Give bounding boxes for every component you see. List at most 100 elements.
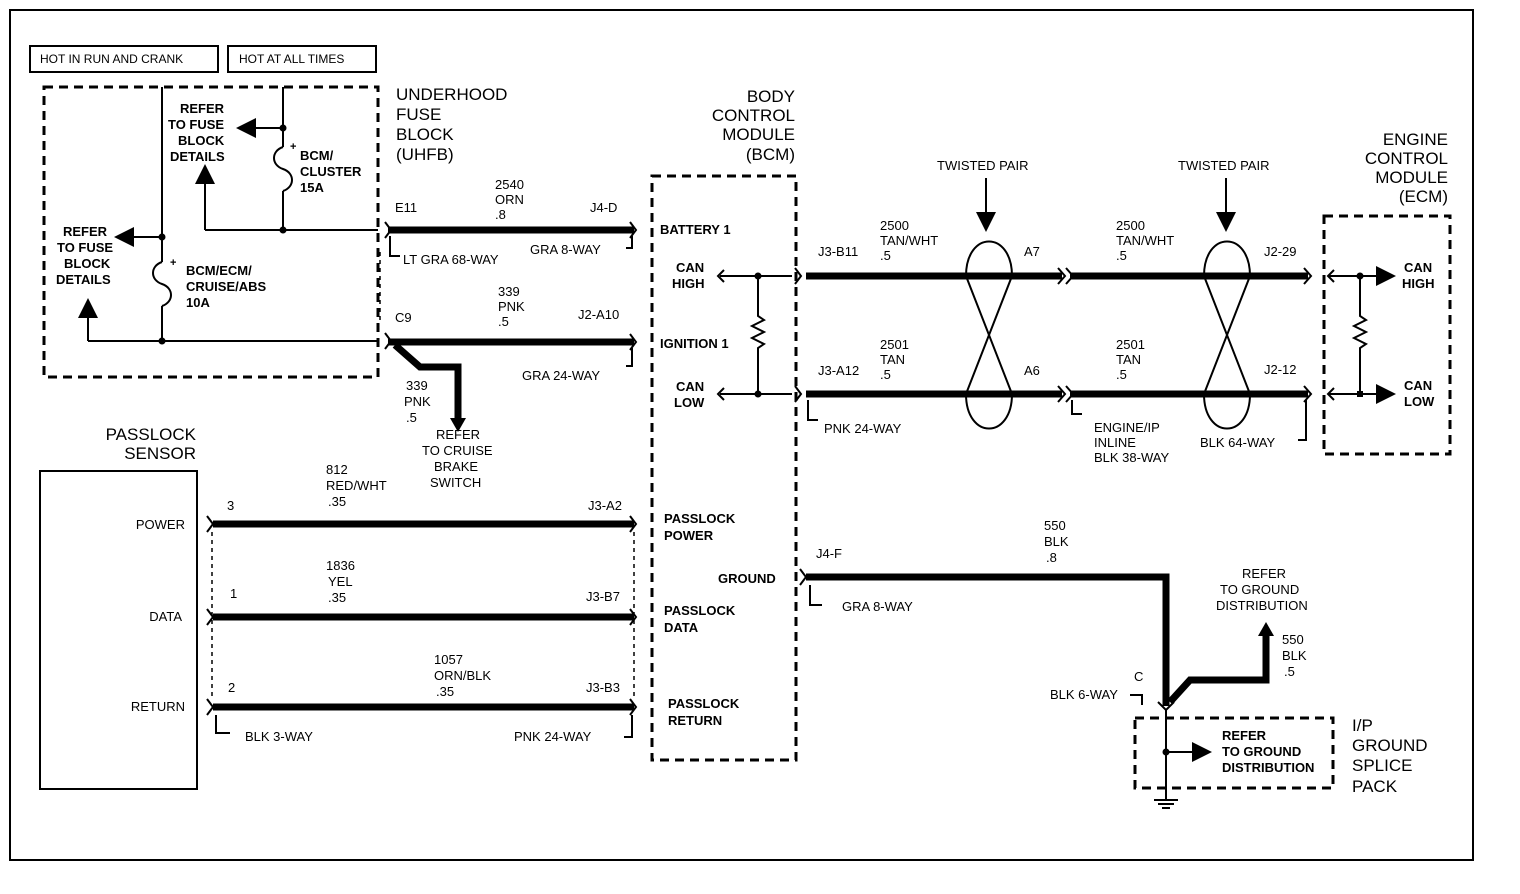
j3b3: J3-B3: [586, 680, 620, 695]
c339b-1: 339: [406, 378, 428, 393]
bcm-can-low-1: CAN: [676, 379, 704, 394]
uhfb: UNDERHOOD FUSE BLOCK (UHFB) + REFER TO F…: [42, 85, 507, 379]
power-feed-circuits: E11 2540 ORN .8 J4-D LT GRA 68-WAY GRA 8…: [379, 177, 638, 490]
c339b-3: .5: [406, 410, 417, 425]
uhfb-title-1: UNDERHOOD: [396, 85, 507, 104]
gra-24way: GRA 24-WAY: [522, 368, 600, 383]
bcm-title-3: MODULE: [722, 125, 795, 144]
c1057-2: ORN/BLK: [434, 668, 491, 683]
blk3way: BLK 3-WAY: [245, 729, 313, 744]
refer-top-2: TO FUSE: [168, 117, 224, 132]
inline-2: INLINE: [1094, 435, 1136, 450]
refer-cruise-4: SWITCH: [430, 475, 481, 490]
refer-cruise-1: REFER: [436, 427, 480, 442]
c339b-2: PNK: [404, 394, 431, 409]
bcm-passlock-return-2: RETURN: [668, 713, 722, 728]
c1836-1: 1836: [326, 558, 355, 573]
bcm-passlock-data-1: PASSLOCK: [664, 603, 736, 618]
passlock-sensor: PASSLOCK SENSOR POWER DATA RETURN 3 1 2 …: [39, 425, 638, 790]
j3b11: J3-B11: [818, 244, 858, 259]
passlock-title-2: SENSOR: [124, 444, 196, 463]
legend: HOT IN RUN AND CRANK HOT AT ALL TIMES: [29, 45, 377, 73]
pin-c9: C9: [395, 310, 412, 325]
refer-gnd-1: REFER: [1242, 566, 1286, 581]
c1057-1: 1057: [434, 652, 463, 667]
j3a12: J3-A12: [818, 363, 859, 378]
ecm-can-high-1: CAN: [1404, 260, 1432, 275]
c1057-3: .35: [436, 684, 454, 699]
c2500a-2: TAN/WHT: [880, 233, 938, 248]
fuse1-line1: BCM/: [300, 148, 334, 163]
c2500a-3: .5: [880, 248, 891, 263]
j4f: J4-F: [816, 546, 842, 561]
refer-gnd-3: DISTRIBUTION: [1216, 598, 1308, 613]
uhfb-title-2: FUSE: [396, 105, 441, 124]
ecm-title-1: ENGINE: [1383, 130, 1448, 149]
pin3: 3: [227, 498, 234, 513]
c2501b-2: TAN: [1116, 352, 1141, 367]
fuse1-line3: 15A: [300, 180, 324, 195]
c812-1: 812: [326, 462, 348, 477]
c2500a-1: 2500: [880, 218, 909, 233]
ip-title-2: GROUND: [1352, 736, 1428, 755]
bcm-ground: GROUND: [718, 571, 776, 586]
c339-2: PNK: [498, 299, 525, 314]
conn-e11: LT GRA 68-WAY: [403, 252, 499, 267]
bcm-ignition: IGNITION 1: [660, 336, 729, 351]
c2501a-3: .5: [880, 367, 891, 382]
refer-left-2: TO FUSE: [57, 240, 113, 255]
c550-1: 550: [1044, 518, 1066, 533]
bcm-battery: BATTERY 1: [660, 222, 731, 237]
c2500b-1: 2500: [1116, 218, 1145, 233]
c2501b-3: .5: [1116, 367, 1127, 382]
inline-3: BLK 38-WAY: [1094, 450, 1169, 465]
gra8way-gnd: GRA 8-WAY: [842, 599, 913, 614]
c339-1: 339: [498, 284, 520, 299]
fuse2-line3: 10A: [186, 295, 210, 310]
c2500b-3: .5: [1116, 248, 1127, 263]
passlock-power: POWER: [136, 517, 185, 532]
c550-3: .8: [1046, 550, 1057, 565]
blk64: BLK 64-WAY: [1200, 435, 1275, 450]
ip-title-4: PACK: [1352, 777, 1398, 796]
c812-3: .35: [328, 494, 346, 509]
inline-1: ENGINE/IP: [1094, 420, 1160, 435]
fuse2-line2: CRUISE/ABS: [186, 279, 267, 294]
ecm-can-high-2: HIGH: [1402, 276, 1435, 291]
j229: J2-29: [1264, 244, 1297, 259]
twisted-pair-1: [964, 240, 1014, 430]
fuse1-line2: CLUSTER: [300, 164, 362, 179]
refer-top-3: BLOCK: [178, 133, 225, 148]
j2a10: J2-A10: [578, 307, 619, 322]
passlock-data: DATA: [149, 609, 182, 624]
twisted-pair-2: [1202, 240, 1252, 430]
pin1: 1: [230, 586, 237, 601]
passlock-title-1: PASSLOCK: [106, 425, 197, 444]
pin-e11: E11: [395, 200, 417, 215]
ecm-can-low-1: CAN: [1404, 378, 1432, 393]
passlock-return: RETURN: [131, 699, 185, 714]
c2540-1: 2540: [495, 177, 524, 192]
c812-2: RED/WHT: [326, 478, 387, 493]
c2540-3: .8: [495, 207, 506, 222]
c2500b-2: TAN/WHT: [1116, 233, 1174, 248]
c339-3: .5: [498, 314, 509, 329]
c1836-3: .35: [328, 590, 346, 605]
page-border: [9, 9, 1474, 861]
bcm-passlock-data-2: DATA: [664, 620, 699, 635]
ecm-title-3: MODULE: [1375, 168, 1448, 187]
pnk24-passlock: PNK 24-WAY: [514, 729, 592, 744]
refer-cruise-2: TO CRUISE: [422, 443, 493, 458]
c550b-2: BLK: [1282, 648, 1307, 663]
gra-8way-1: GRA 8-WAY: [530, 242, 601, 257]
bcm-title-1: BODY: [747, 87, 795, 106]
twisted2-label: TWISTED PAIR: [1178, 158, 1269, 173]
refer-gnd2-1: REFER: [1222, 728, 1267, 743]
c550b-1: 550: [1282, 632, 1304, 647]
fuse2-line1: BCM/ECM/: [186, 263, 252, 278]
j3b7: J3-B7: [586, 589, 620, 604]
ecm-title-4: (ECM): [1399, 187, 1448, 206]
c2540-2: ORN: [495, 192, 524, 207]
bcm-passlock-power-2: POWER: [664, 528, 714, 543]
pnk24-can: PNK 24-WAY: [824, 421, 902, 436]
